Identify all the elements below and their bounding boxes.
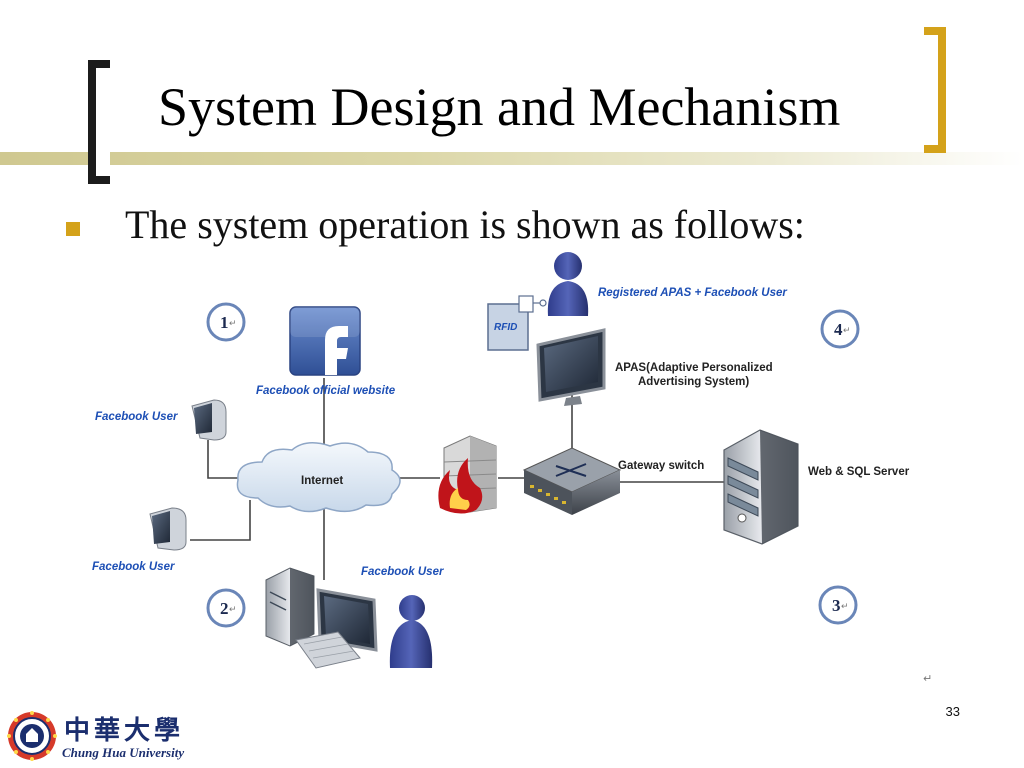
registered-user-icon	[547, 252, 589, 316]
keyboard-icon	[295, 631, 361, 669]
bullet-marker	[66, 222, 80, 236]
facebook-user-label-bottom: Facebook User	[92, 561, 175, 573]
university-seal-icon	[7, 711, 57, 761]
logo-chinese-name: 中華大學	[64, 716, 185, 746]
step-3-number: 3	[832, 596, 841, 615]
rfid-card-icon: RFID	[487, 295, 547, 351]
step-2: 2 ↵	[206, 588, 246, 628]
step-4-mark: ↵	[843, 325, 851, 335]
step-2-number: 2	[220, 599, 229, 618]
connection-lines	[190, 378, 725, 580]
step-1: 1 ↵	[206, 302, 246, 342]
step-4: 4 ↵	[820, 309, 860, 349]
slide-title: System Design and Mechanism	[158, 77, 841, 137]
gateway-switch-label: Gateway switch	[618, 460, 704, 472]
internet-label: Internet	[301, 475, 343, 487]
registered-user-label: Registered APAS + Facebook User	[598, 287, 787, 299]
apas-label-line1: APAS(Adaptive Personalized	[615, 362, 773, 374]
facebook-official-label: Facebook official website	[256, 385, 396, 397]
server-icon	[723, 429, 799, 545]
rfid-label: RFID	[494, 322, 517, 333]
step-3-mark: ↵	[841, 601, 849, 611]
step-1-mark: ↵	[229, 318, 237, 328]
facebook-user-person-icon	[389, 595, 433, 668]
pc-tower-icon	[265, 567, 315, 647]
apas-monitor-icon	[536, 328, 606, 406]
paragraph-return-mark: ↵	[923, 672, 933, 685]
step-4-number: 4	[834, 320, 843, 339]
monitor-icon	[149, 507, 187, 551]
right-bracket-decoration	[924, 27, 946, 153]
logo-english-name: Chung Hua University	[62, 745, 185, 760]
facebook-logo-icon	[289, 306, 361, 376]
step-3: 3 ↵	[818, 585, 858, 625]
page-number: 33	[945, 704, 960, 719]
internet-cloud-icon	[236, 442, 401, 513]
facebook-user-label-top: Facebook User	[95, 411, 178, 423]
title-rule	[0, 152, 1024, 165]
step-1-number: 1	[220, 313, 229, 332]
firewall-icon	[438, 435, 497, 514]
server-label: Web & SQL Server	[808, 466, 910, 478]
step-2-mark: ↵	[229, 604, 237, 614]
bullet-text: The system operation is shown as follows…	[125, 202, 805, 247]
facebook-user-pc-label: Facebook User	[361, 566, 444, 578]
monitor-icon	[191, 399, 227, 441]
left-bracket-decoration	[88, 60, 110, 184]
gateway-switch-icon	[522, 447, 622, 515]
university-logo: 中華大學 Chung Hua University	[6, 708, 196, 766]
apas-label-line2: Advertising System)	[638, 376, 749, 388]
